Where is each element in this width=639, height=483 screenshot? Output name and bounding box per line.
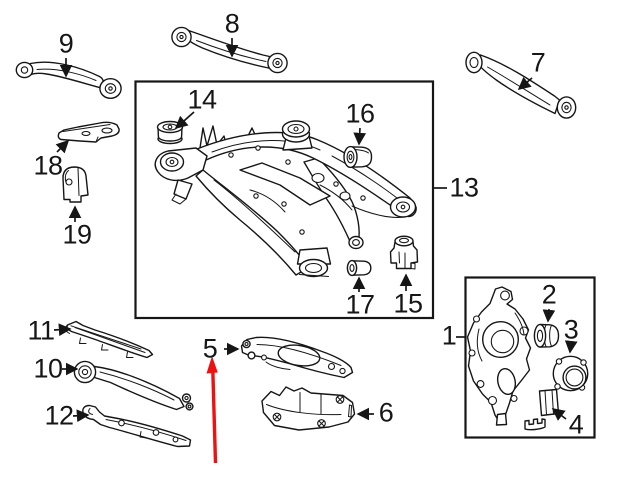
part-illustration-7[interactable] <box>465 51 577 119</box>
part-illustration-10-arm[interactable] <box>73 360 194 411</box>
part-illustration-13-subframe[interactable] <box>154 120 417 278</box>
callout-label-15[interactable]: 15 <box>393 288 423 319</box>
part-illustration-16-bushing[interactable] <box>343 145 373 169</box>
callout-label-4[interactable]: 4 <box>568 409 584 440</box>
subframe-group-box <box>134 80 435 320</box>
callout-label-11[interactable]: 11 <box>27 315 55 346</box>
part-illustration-11-brace[interactable] <box>63 320 154 359</box>
highlight-arrow <box>206 356 218 464</box>
knuckle-group-box <box>464 276 596 439</box>
part-illustration-12-strap[interactable] <box>82 404 192 448</box>
part-illustration-9[interactable] <box>15 61 122 99</box>
callout-label-19[interactable]: 19 <box>62 219 92 250</box>
part-illustration-15-mount[interactable] <box>389 235 419 270</box>
callout-label-2[interactable]: 2 <box>541 279 557 310</box>
part-illustration-19[interactable] <box>62 166 89 203</box>
part-illustration-1-knuckle[interactable] <box>466 286 532 426</box>
callout-label-7[interactable]: 7 <box>530 47 546 78</box>
callout-label-8[interactable]: 8 <box>224 8 240 39</box>
callout-label-1[interactable]: 1 <box>441 320 457 351</box>
part-illustration-6-cover[interactable] <box>261 386 356 431</box>
part-illustration-2-bushing[interactable] <box>533 323 560 348</box>
callout-label-18[interactable]: 18 <box>33 150 63 181</box>
callout-label-6[interactable]: 6 <box>378 397 394 428</box>
part-illustration-5-lower-arm[interactable] <box>240 336 354 379</box>
callout-label-9[interactable]: 9 <box>58 28 74 59</box>
callout-arrows <box>53 38 578 423</box>
callout-label-17[interactable]: 17 <box>345 289 375 320</box>
callout-label-13[interactable]: 13 <box>449 172 479 203</box>
callout-label-3[interactable]: 3 <box>563 314 579 345</box>
part-illustration-18[interactable] <box>57 121 120 143</box>
callout-label-14[interactable]: 14 <box>187 84 217 115</box>
part-illustration-17-bushing[interactable] <box>346 259 372 277</box>
callout-label-12[interactable]: 12 <box>44 400 74 431</box>
part-illustration-14-bushing[interactable] <box>156 120 184 145</box>
callout-label-16[interactable]: 16 <box>345 98 375 129</box>
part-illustration-3-bearing[interactable] <box>552 355 589 392</box>
callout-label-5[interactable]: 5 <box>202 333 218 364</box>
callout-label-10[interactable]: 10 <box>33 353 63 384</box>
